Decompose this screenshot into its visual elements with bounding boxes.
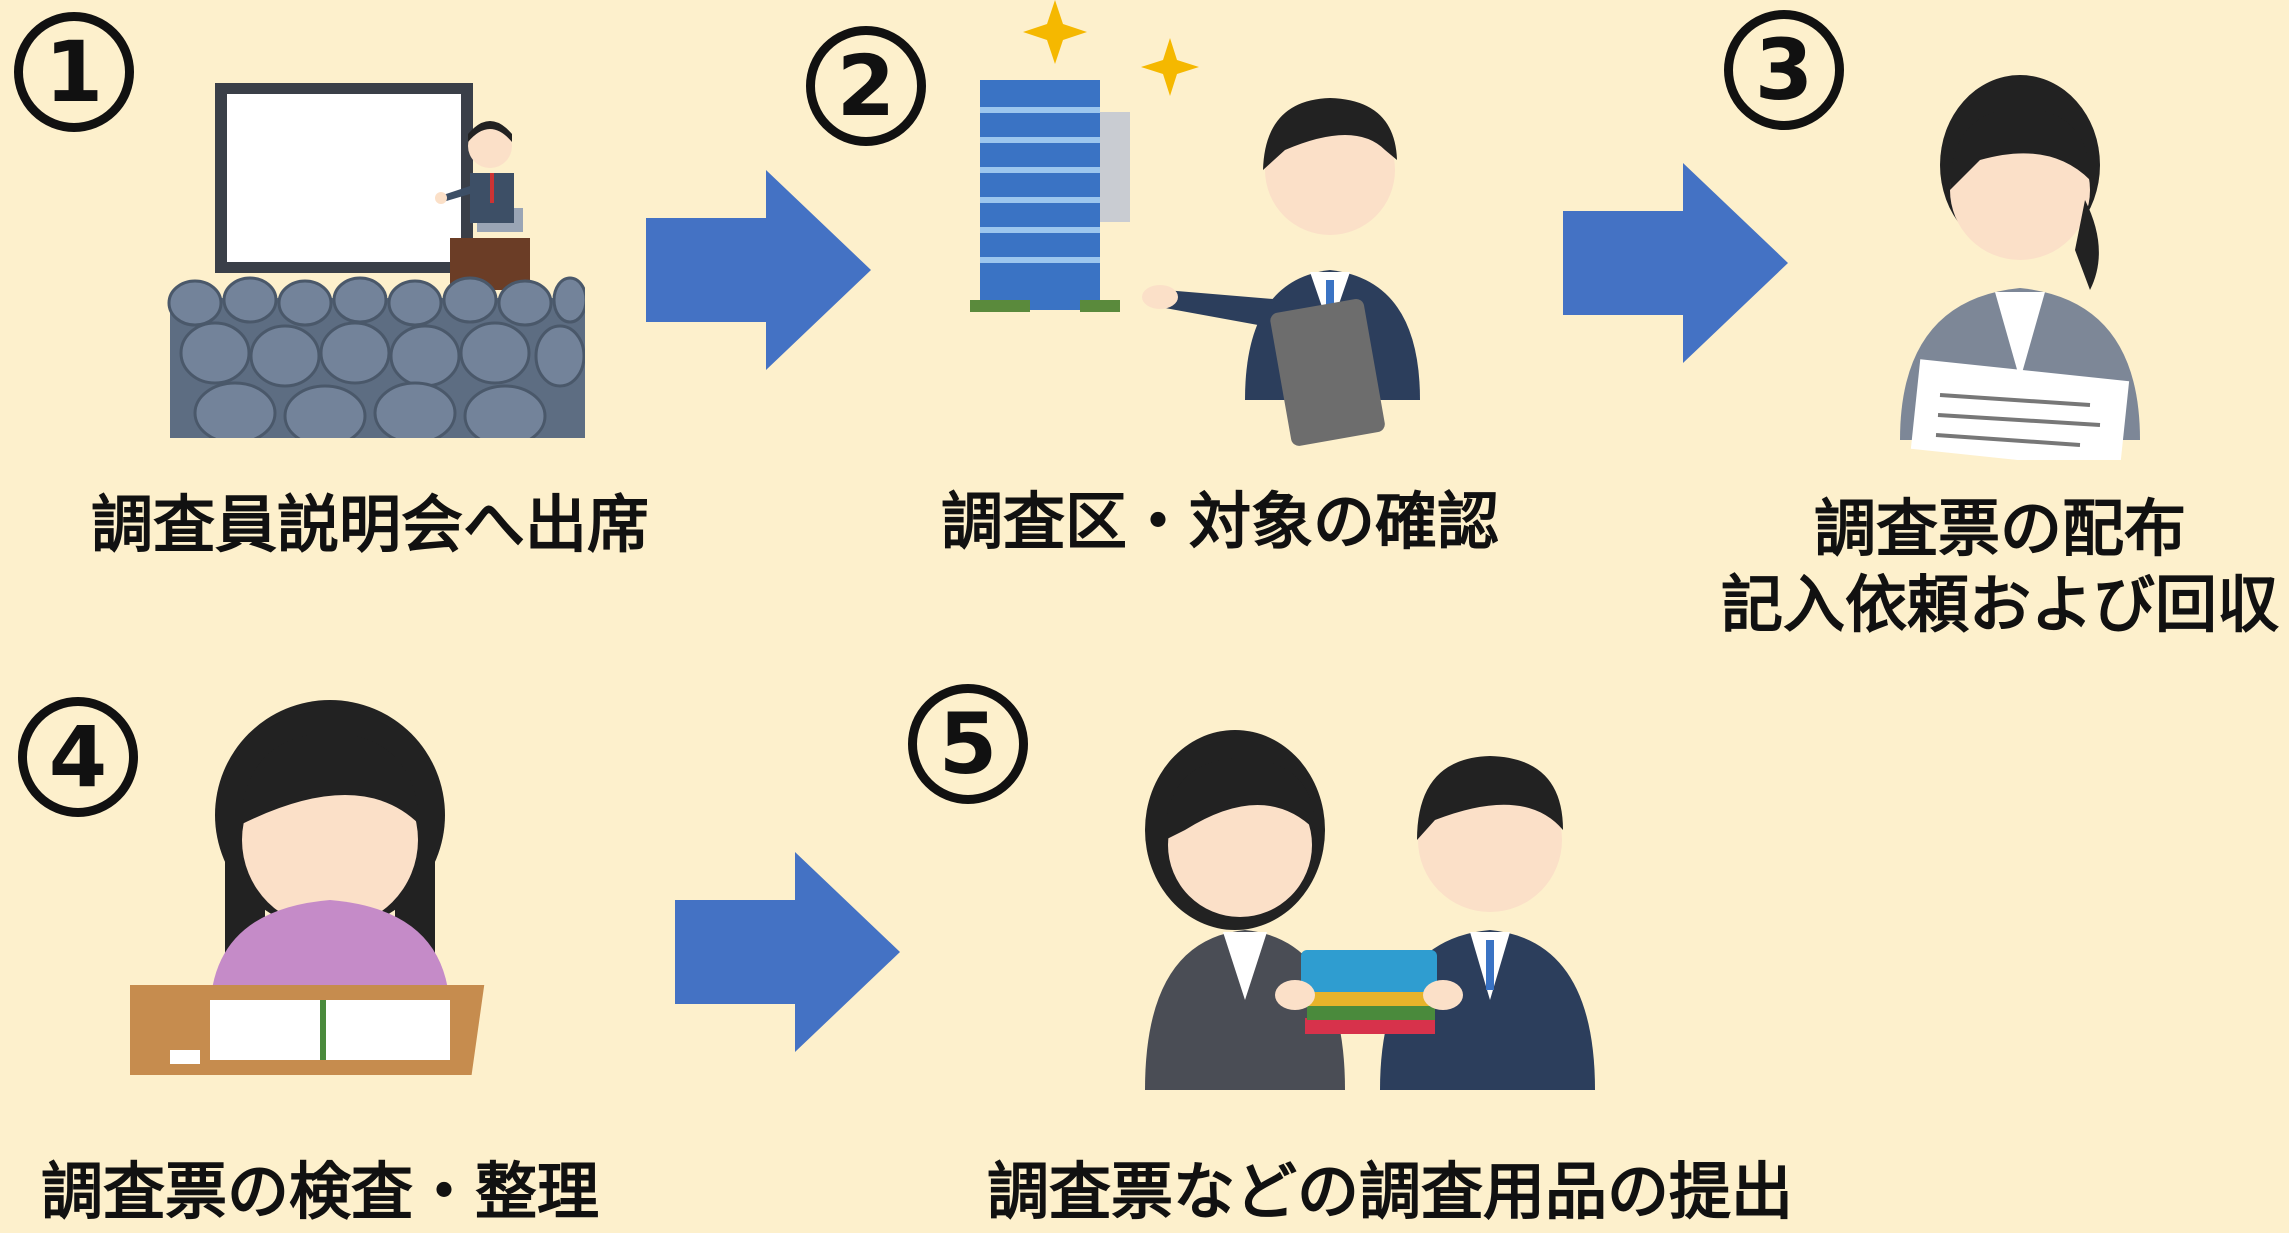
step-3-label-line2: 記入依頼および回収 <box>1720 568 2279 641</box>
step-4-number: 4 <box>18 697 138 817</box>
step-2-number: 2 <box>806 26 926 146</box>
step-1-number: 1 <box>14 12 134 132</box>
step-3-number: 3 <box>1724 10 1844 130</box>
right-arrow-icon <box>675 852 900 1052</box>
step-3-label-line1: 調査票の配布 <box>1813 492 2186 565</box>
step-5-number: 5 <box>908 684 1028 804</box>
step-5-label: 調査票などの調査用品の提出 <box>986 1155 1793 1228</box>
right-arrow-icon <box>646 170 871 370</box>
lecture-illustration <box>167 83 585 438</box>
step-1-label: 調査員説明会へ出席 <box>90 488 649 561</box>
step-2-label: 調査区・対象の確認 <box>940 485 1499 558</box>
step-4-label: 調査票の検査・整理 <box>40 1155 599 1228</box>
right-arrow-icon <box>1563 163 1788 363</box>
distribution-illustration <box>1900 75 2140 460</box>
submission-illustration <box>1145 730 1595 1090</box>
checking-illustration <box>130 700 485 1075</box>
office-building-illustration <box>970 0 1420 446</box>
